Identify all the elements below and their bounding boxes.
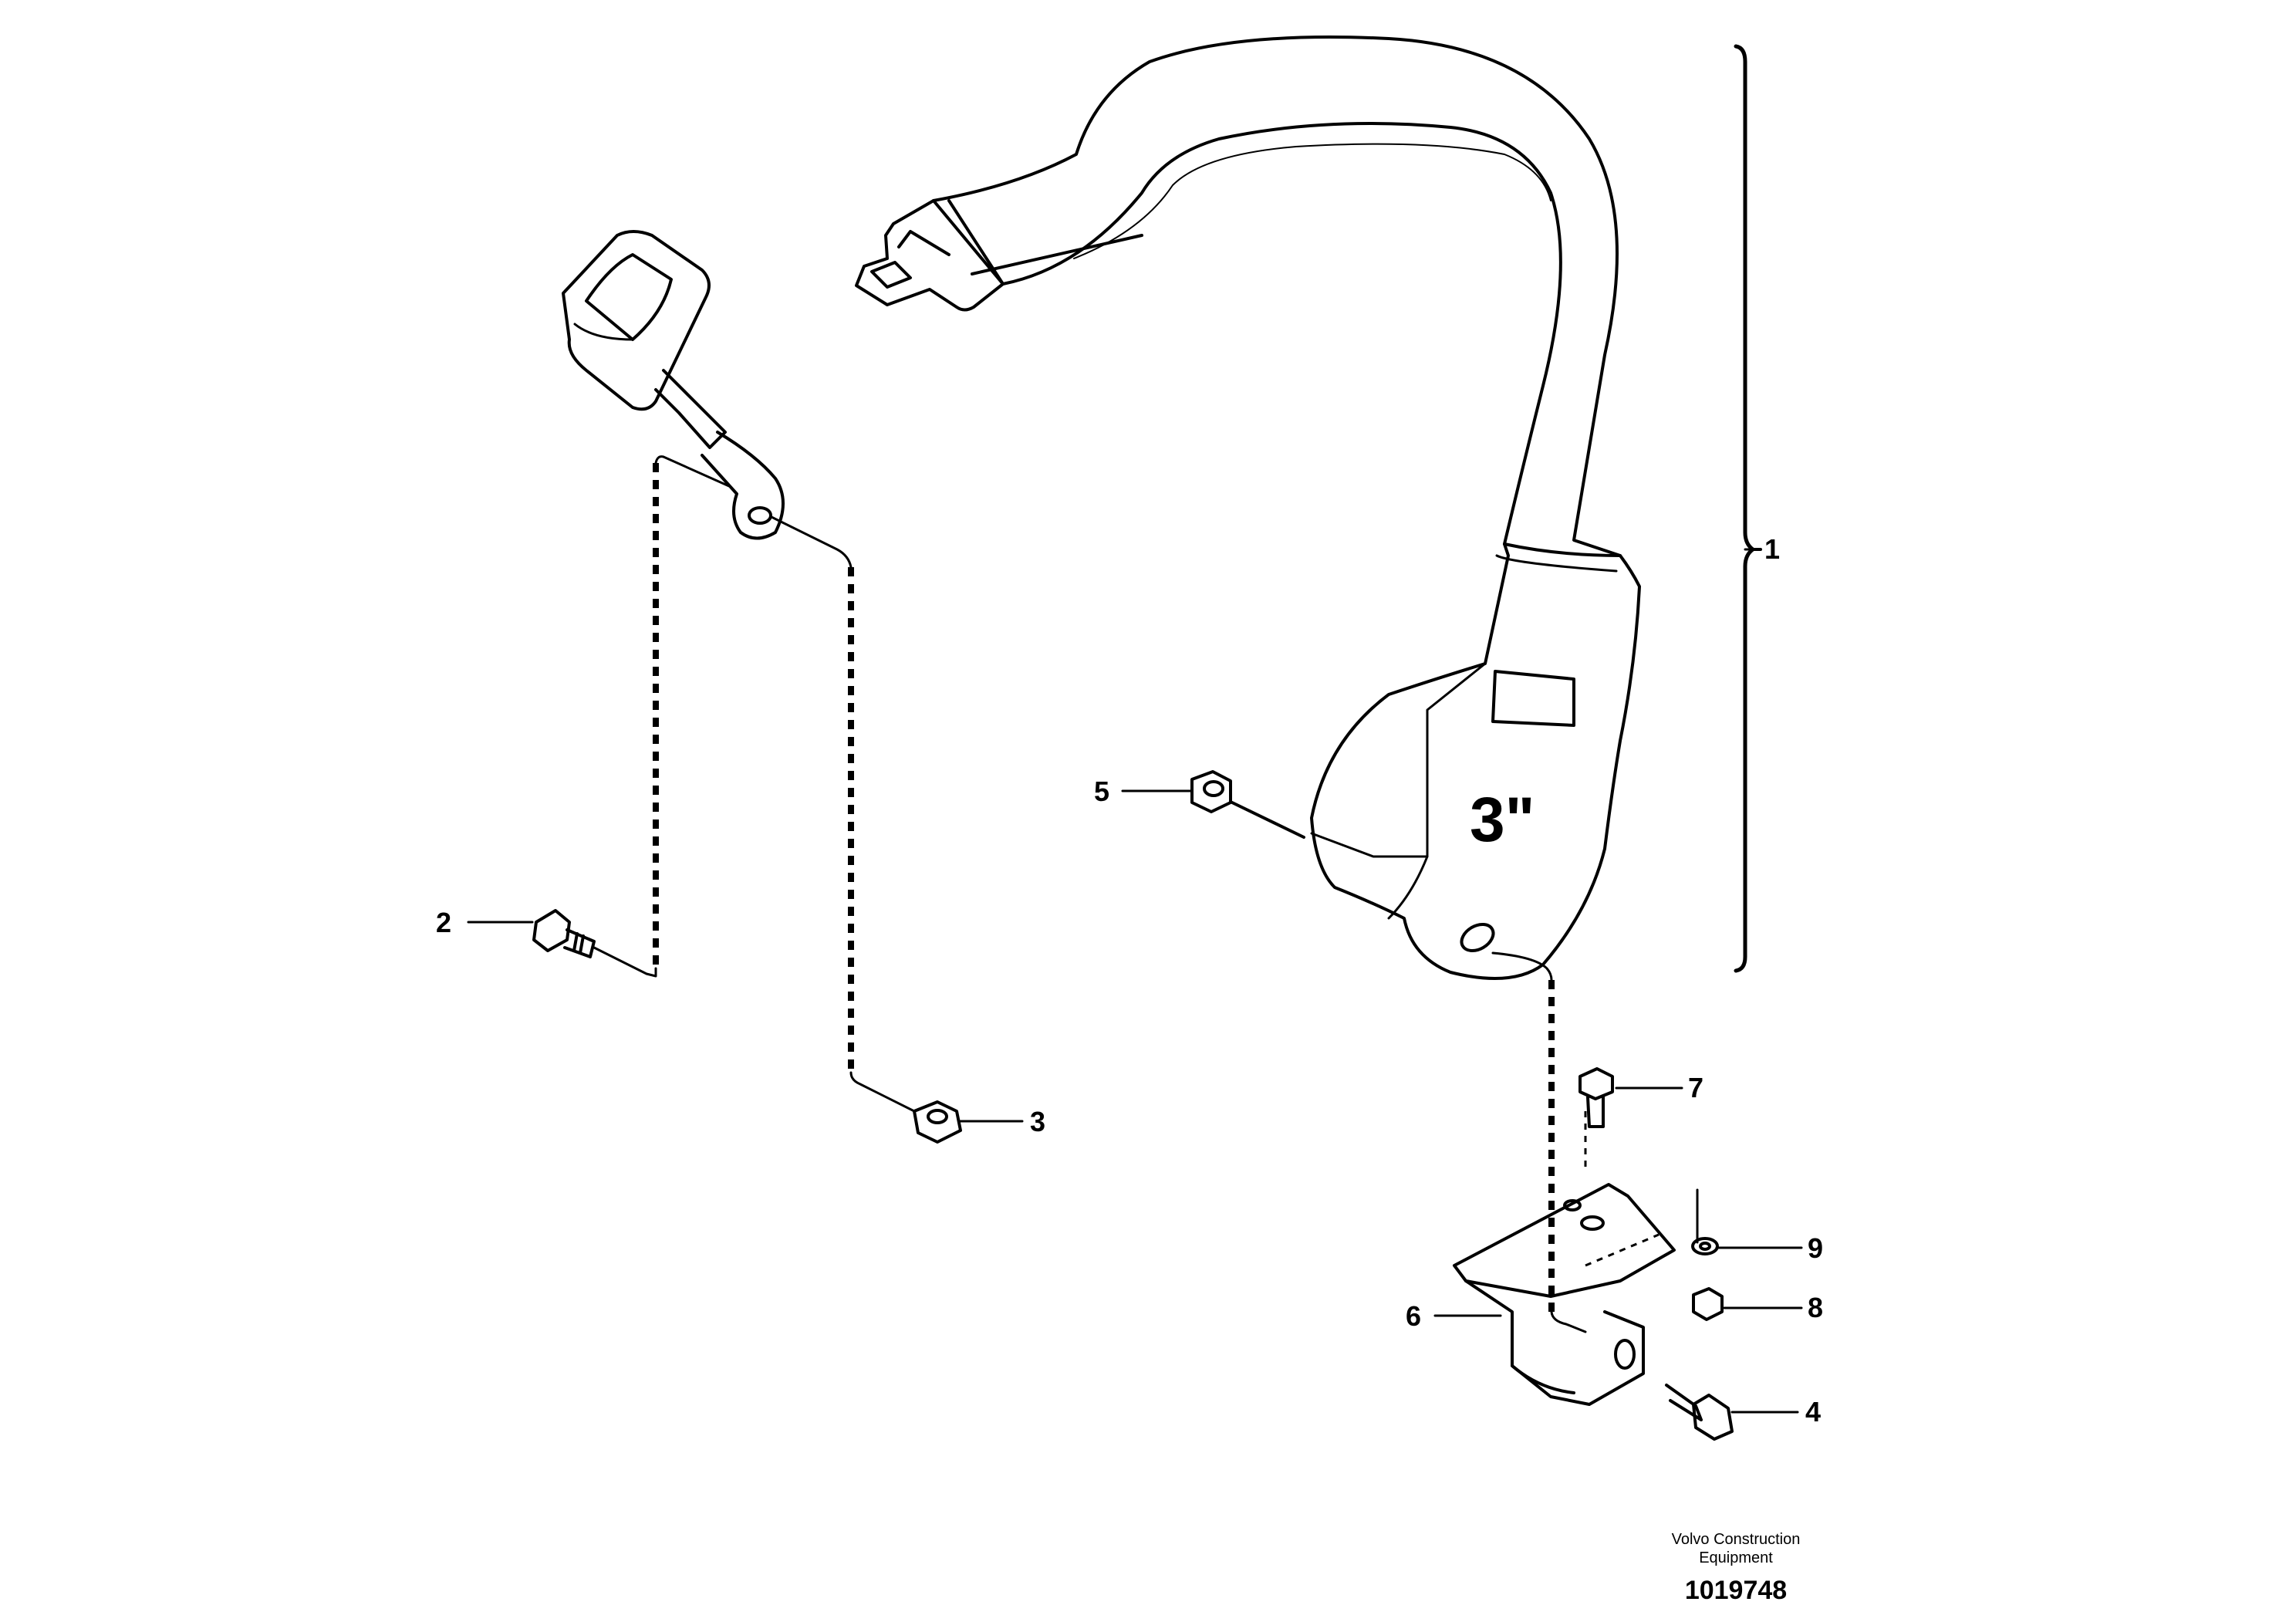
- assembly-lines: [653, 463, 1660, 1312]
- size-label: 3": [1470, 785, 1535, 855]
- nut-5: [1190, 770, 1305, 839]
- callout-2: 2: [436, 907, 452, 938]
- bolt-4: [1665, 1384, 1734, 1441]
- company-line-1: Volvo Construction: [1671, 1531, 1801, 1548]
- callout-3: 3: [1030, 1106, 1046, 1137]
- callout-5: 5: [1094, 776, 1110, 807]
- callout-7: 7: [1688, 1072, 1704, 1103]
- callout-1: 1: [1764, 533, 1781, 565]
- retractor-housing: [1310, 542, 1641, 980]
- callout-4: 4: [1805, 1396, 1822, 1428]
- assembly-brace: [1734, 44, 1755, 973]
- belt-tongue-plate: [855, 199, 1004, 312]
- belt-buckle: [562, 230, 785, 540]
- bolt-7: [1578, 1067, 1614, 1128]
- bolt-2: [532, 909, 596, 958]
- callout-9: 9: [1808, 1232, 1824, 1264]
- nut-3: [913, 1100, 962, 1144]
- callout-8: 8: [1808, 1292, 1824, 1323]
- callout-6: 6: [1406, 1300, 1422, 1332]
- company-name: Volvo Construction Equipment: [1636, 1530, 1836, 1567]
- leader-lines: [467, 548, 1803, 1414]
- nut-8: [1692, 1287, 1724, 1321]
- drawing-number: 1019748: [1684, 1576, 1788, 1605]
- assembly-connectors: [593, 455, 1699, 1333]
- washer-9: [1691, 1237, 1719, 1255]
- company-line-2: Equipment: [1699, 1549, 1773, 1566]
- mounting-bracket-6: [1453, 1183, 1676, 1406]
- retractor-belt-webbing: [932, 35, 1622, 557]
